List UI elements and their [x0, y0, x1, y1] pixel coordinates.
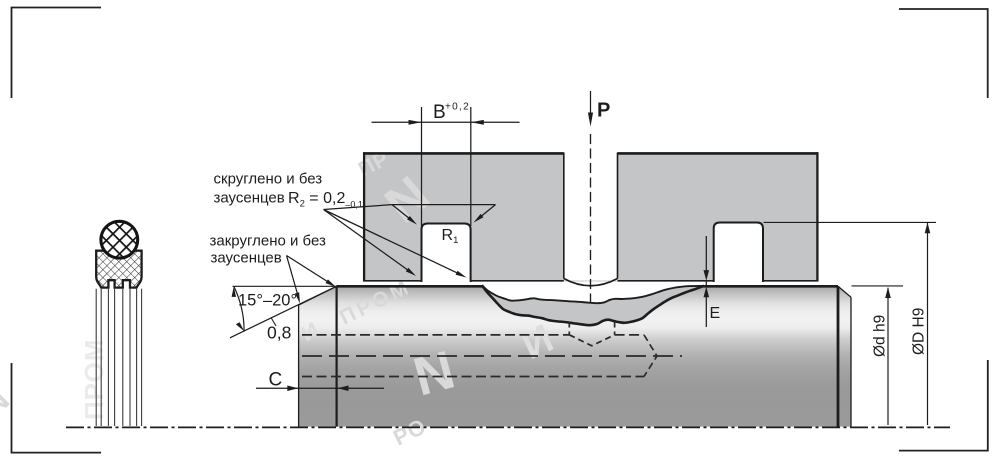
- svg-text:ØD H9: ØD H9: [911, 308, 928, 355]
- svg-text:ПРОМ: ПРОМ: [79, 338, 109, 420]
- svg-text:скруглено и без: скруглено и без: [214, 171, 323, 188]
- svg-text:закруглено и без: закруглено и без: [210, 233, 326, 250]
- svg-text:E: E: [710, 305, 721, 322]
- svg-text:B: B: [433, 102, 446, 123]
- svg-text:Ød h9: Ød h9: [872, 315, 889, 357]
- svg-text:0,8: 0,8: [267, 323, 291, 343]
- svg-text:15°–20°: 15°–20°: [238, 292, 297, 310]
- svg-text:R2 = 0,2–0,1: R2 = 0,2–0,1: [288, 190, 363, 210]
- svg-text:C: C: [269, 370, 283, 391]
- svg-text:+0,2: +0,2: [445, 102, 470, 113]
- svg-text:P: P: [597, 100, 610, 122]
- svg-text:заусенцев: заусенцев: [214, 190, 285, 207]
- svg-text:заусенцев: заусенцев: [211, 250, 282, 267]
